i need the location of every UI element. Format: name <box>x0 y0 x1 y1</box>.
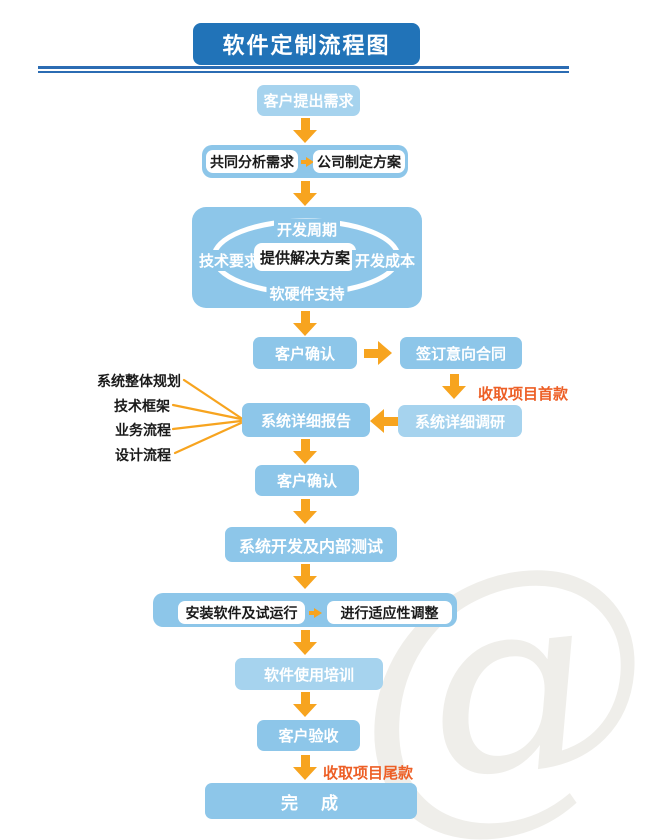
solution-box: 开发周期 技术要求 提供解决方案 开发成本 软硬件支持 <box>192 207 422 308</box>
node-detailed-research: 系统详细调研 <box>398 405 522 437</box>
node-software-training: 软件使用培训 <box>235 658 383 690</box>
node-provide-solution: 提供解决方案 <box>254 243 356 271</box>
node-adaptive-adjust: 进行适应性调整 <box>327 601 452 624</box>
divider-line-thin <box>38 71 569 73</box>
node-develop-test: 系统开发及内部测试 <box>225 527 397 562</box>
arrow-down-icon <box>293 564 317 589</box>
report-input-tech-framework: 技术框架 <box>114 399 170 415</box>
node-customer-request: 客户提出需求 <box>257 85 360 116</box>
first-payment-note: 收取项目首款 <box>478 385 569 403</box>
node-analyze-requirements: 共同分析需求 <box>206 150 298 173</box>
converging-lines-icon <box>171 378 243 455</box>
arrow-down-icon <box>293 439 317 464</box>
arrow-right-small-icon <box>301 157 314 167</box>
title-divider <box>38 66 569 73</box>
arrow-right-small-icon <box>309 608 322 618</box>
arrow-down-icon <box>293 755 317 780</box>
node-detailed-report: 系统详细报告 <box>242 403 370 437</box>
solution-left-label: 技术要求 <box>196 250 263 271</box>
solution-top-label: 开发周期 <box>273 219 341 240</box>
arrow-down-icon <box>293 499 317 524</box>
arrow-down-icon <box>442 374 466 399</box>
report-input-business-process: 业务流程 <box>115 423 171 439</box>
arrow-down-icon <box>293 630 317 655</box>
report-input-overall-planning: 系统整体规划 <box>97 374 181 390</box>
arrow-down-icon <box>293 181 317 206</box>
solution-right-label: 开发成本 <box>351 250 418 271</box>
node-install-trial: 安装软件及试运行 <box>178 601 305 624</box>
node-sign-contract: 签订意向合同 <box>400 337 522 369</box>
node-company-plan: 公司制定方案 <box>313 150 405 173</box>
node-customer-confirm-1: 客户确认 <box>253 337 357 369</box>
node-done: 完 成 <box>205 783 417 819</box>
final-payment-note: 收取项目尾款 <box>323 764 414 782</box>
divider-line-thick <box>38 66 569 69</box>
node-customer-confirm-2: 客户确认 <box>255 465 359 496</box>
arrow-right-icon <box>364 341 392 365</box>
arrow-left-icon <box>370 409 398 433</box>
arrow-down-icon <box>293 692 317 717</box>
node-customer-acceptance: 客户验收 <box>257 720 360 751</box>
arrow-down-icon <box>293 311 317 336</box>
arrow-down-icon <box>293 118 317 143</box>
solution-bottom-label: 软硬件支持 <box>266 283 348 304</box>
page-title: 软件定制流程图 <box>193 23 420 65</box>
report-input-design-process: 设计流程 <box>115 448 171 464</box>
